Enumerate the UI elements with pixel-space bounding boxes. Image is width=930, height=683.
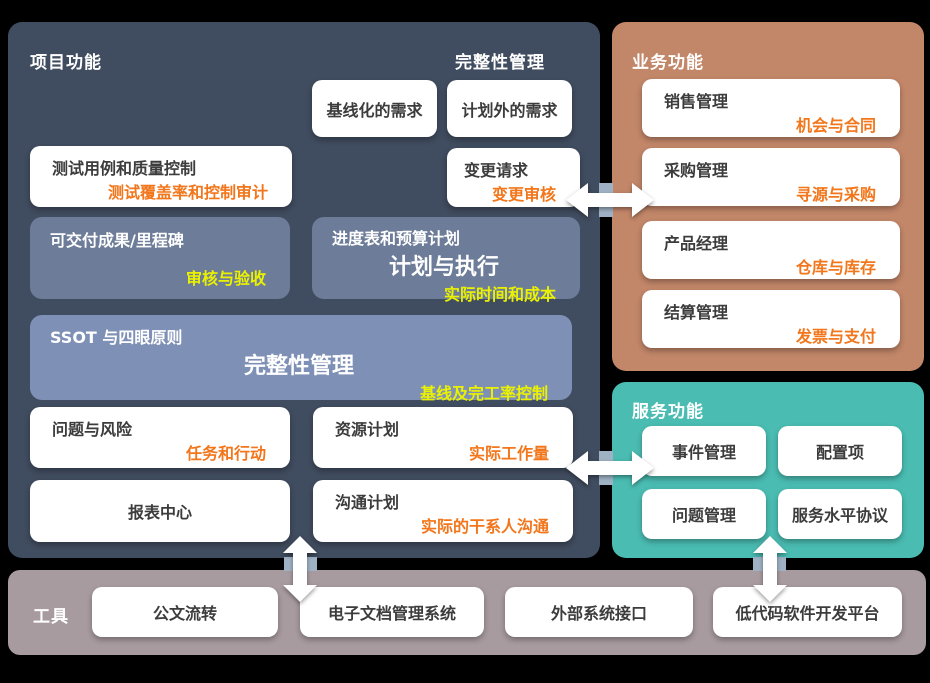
node-service-level-agreement: 服务水平协议: [778, 489, 902, 539]
node-subtext: 基线及完工率控制: [419, 384, 548, 403]
node-subtext: 测试覆盖率和控制审计: [107, 183, 268, 202]
node-label: 问题与风险: [52, 420, 133, 439]
node-procurement-management: 采购管理 寻源与采购: [642, 148, 900, 206]
node-subtext: 任务和行动: [185, 444, 266, 463]
node-issues-risks: 问题与风险 任务和行动: [30, 407, 290, 468]
node-label: SSOT 与四眼原则: [50, 328, 183, 347]
node-document-circulation: 公文流转: [92, 587, 278, 637]
node-sales-management: 销售管理 机会与合同: [642, 79, 900, 137]
project-service-arrow-icon: [566, 451, 654, 485]
node-baselined-requirements: 基线化的需求: [312, 80, 437, 137]
node-subtext: 仓库与库存: [795, 258, 876, 277]
node-settlement-management: 结算管理 发票与支付: [642, 290, 900, 348]
node-schedule-budget: 进度表和预算计划 计划与执行 实际时间和成本: [312, 217, 580, 304]
node-communication-plan: 沟通计划 实际的干系人沟通: [313, 480, 573, 542]
project-panel-title: 项目功能: [30, 53, 102, 73]
node-label: 销售管理: [664, 92, 729, 111]
node-lowcode-platform: 低代码软件开发平台: [713, 587, 902, 637]
node-label: 变更请求: [464, 161, 529, 180]
node-label: 公文流转: [152, 604, 217, 623]
project-business-arrow-icon: [566, 183, 654, 217]
node-deliverables-milestones: 可交付成果/里程碑 审核与验收: [30, 217, 290, 299]
node-label: 可交付成果/里程碑: [50, 231, 184, 250]
node-label: 外部系统接口: [550, 604, 647, 623]
node-label: 基线化的需求: [326, 100, 423, 120]
node-label: 产品经理: [664, 234, 729, 253]
node-unplanned-requirements: 计划外的需求: [447, 80, 572, 137]
node-center-text: 计划与执行: [388, 255, 499, 280]
node-subtext: 实际的干系人沟通: [420, 517, 549, 536]
node-resource-plan: 资源计划 实际工作量: [313, 407, 573, 468]
business-functions-panel: 业务功能 销售管理 机会与合同 采购管理 寻源与采购 产品经理 仓库与库存 结算…: [612, 22, 924, 371]
node-external-system-interface: 外部系统接口: [505, 587, 693, 637]
node-label: 问题管理: [671, 506, 736, 525]
node-report-center: 报表中心: [30, 480, 290, 542]
node-center-text: 完整性管理: [243, 354, 354, 379]
service-functions-panel: 服务功能 事件管理 配置项 问题管理 服务水平协议: [612, 382, 924, 558]
node-label: 采购管理: [664, 161, 729, 180]
node-label: 进度表和预算计划: [332, 229, 461, 248]
service-tools-arrow-icon: [753, 536, 787, 602]
node-subtext: 机会与合同: [795, 116, 876, 135]
node-product-manager: 产品经理 仓库与库存: [642, 221, 900, 279]
node-subtext: 实际工作量: [468, 444, 549, 463]
node-subtext: 实际时间和成本: [443, 285, 556, 304]
node-label: 测试用例和质量控制: [52, 159, 197, 178]
node-label: 报表中心: [127, 503, 192, 522]
node-label: 电子文档管理系统: [327, 604, 456, 623]
node-label: 结算管理: [664, 303, 729, 322]
node-change-request: 变更请求 变更审核: [447, 148, 580, 207]
node-label: 事件管理: [671, 443, 736, 462]
node-subtext: 寻源与采购: [795, 185, 876, 204]
node-label: 服务水平协议: [791, 506, 888, 525]
project-functions-panel: 项目功能 完整性管理 基线化的需求 计划外的需求 测试用例和质量控制 测试覆盖率…: [8, 22, 600, 558]
node-subtext: 变更审核: [491, 185, 556, 204]
node-label: 沟通计划: [335, 493, 400, 512]
node-subtext: 发票与支付: [795, 327, 876, 346]
node-test-cases: 测试用例和质量控制 测试覆盖率和控制审计: [30, 146, 292, 207]
node-configuration-items: 配置项: [778, 426, 902, 476]
tools-bar-title: 工具: [33, 607, 69, 627]
service-panel-title: 服务功能: [632, 402, 704, 422]
project-tools-arrow-icon: [283, 536, 317, 602]
node-label: 资源计划: [335, 420, 400, 439]
node-edms: 电子文档管理系统: [300, 587, 484, 637]
node-subtext: 审核与验收: [185, 269, 266, 288]
node-label: 计划外的需求: [461, 100, 558, 120]
business-panel-title: 业务功能: [632, 53, 704, 73]
node-ssot-integrity: SSOT 与四眼原则 完整性管理 基线及完工率控制: [30, 315, 572, 403]
node-incident-management: 事件管理: [642, 426, 766, 476]
node-problem-management: 问题管理: [642, 489, 766, 539]
node-label: 配置项: [815, 443, 864, 462]
integrity-management-header: 完整性管理: [455, 53, 545, 73]
node-label: 低代码软件开发平台: [735, 604, 880, 623]
